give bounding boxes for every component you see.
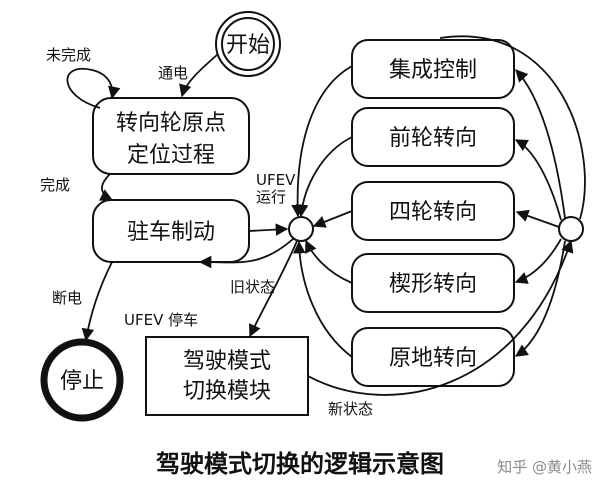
edge-hub-to-spot <box>514 240 566 357</box>
mode-front-label: 前轮转向 <box>389 126 477 151</box>
edge-outer-arc-top <box>439 35 586 220</box>
edge-old-state <box>249 240 298 338</box>
label-run: 运行 <box>256 188 286 206</box>
edge-complete <box>99 173 114 201</box>
edge-hub-to-wedge <box>514 238 562 284</box>
mode-spot-label: 原地转向 <box>389 346 477 371</box>
edge-hub-to-front <box>514 139 562 221</box>
mode-front-node: 前轮转向 <box>351 107 515 167</box>
right-junction <box>558 216 584 242</box>
edge-ufev-stop <box>198 238 294 269</box>
mode-spot-node: 原地转向 <box>351 327 515 387</box>
mode-four-label: 四轮转向 <box>389 200 477 225</box>
edge-spot-to-hub <box>292 240 353 358</box>
positioning-node: 转向轮原点 定位过程 <box>92 97 250 175</box>
label-new-state: 新状态 <box>328 400 373 418</box>
edge-integrated-to-hub <box>291 65 353 218</box>
parking-label: 驻车制动 <box>127 220 215 245</box>
edge-front-to-hub <box>295 136 353 218</box>
edge-incomplete-loop <box>66 67 121 109</box>
positioning-label-2: 定位过程 <box>127 143 215 168</box>
edge-power-on <box>179 53 219 98</box>
mode-integrated-label: 集成控制 <box>389 58 477 83</box>
label-complete: 完成 <box>40 176 70 194</box>
label-incomplete: 未完成 <box>46 46 91 64</box>
label-ufev-stop: UFEV 停车 <box>124 311 198 329</box>
start-node: 开始 <box>215 11 281 77</box>
edge-new-state <box>307 239 574 396</box>
diagram-caption: 驾驶模式切换的逻辑示意图 <box>156 450 444 478</box>
label-old-state: 旧状态 <box>230 278 275 296</box>
mode-wedge-node: 楔形转向 <box>351 253 515 313</box>
stop-label: 停止 <box>60 369 104 394</box>
edge-wedge-to-hub <box>305 239 353 284</box>
parking-node: 驻车制动 <box>92 199 250 263</box>
edge-four-to-hub <box>312 210 353 228</box>
edge-hub-to-integrated <box>515 69 566 219</box>
watermark: 知乎 @黄小燕 <box>497 458 592 476</box>
start-label: 开始 <box>226 33 270 58</box>
edge-hub-to-four <box>515 209 560 228</box>
positioning-label-1: 转向轮原点 <box>116 111 226 136</box>
switch-label-1: 驾驶模式 <box>183 349 271 374</box>
left-junction <box>288 216 314 242</box>
mode-wedge-label: 楔形转向 <box>389 272 477 297</box>
label-ufev-top: UFEV <box>256 171 296 189</box>
mode-integrated-node: 集成控制 <box>351 39 515 99</box>
label-power-off: 断电 <box>52 289 82 307</box>
edge-power-off <box>81 261 113 342</box>
mode-four-node: 四轮转向 <box>351 181 515 241</box>
switch-module-node: 驾驶模式 切换模块 <box>145 336 309 416</box>
switch-label-2: 切换模块 <box>183 379 271 404</box>
edge-ufev-run <box>248 223 289 236</box>
label-power-on: 通电 <box>158 64 188 82</box>
stop-node: 停止 <box>40 338 124 422</box>
